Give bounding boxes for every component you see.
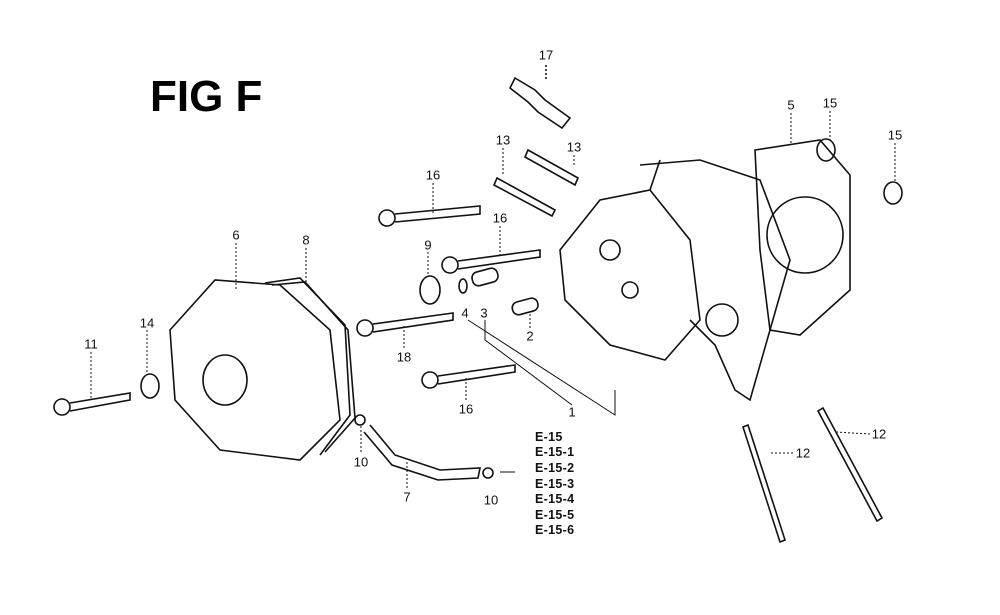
head-gasket-bore xyxy=(766,196,844,274)
o-ring xyxy=(458,278,468,294)
callout-4: 4 xyxy=(461,305,469,321)
callout-11: 11 xyxy=(84,336,98,352)
reference-e-15-6: E-15-6 xyxy=(535,523,575,537)
stud-bolt xyxy=(523,148,580,187)
callout-5: 5 xyxy=(787,97,795,113)
callout-16: 16 xyxy=(492,210,508,226)
spark-plug xyxy=(508,65,572,130)
head-cover xyxy=(169,277,356,461)
stud-bolt xyxy=(492,176,557,218)
reference-e-15-4: E-15-4 xyxy=(535,492,575,506)
callout-13: 13 xyxy=(566,139,582,155)
bracket-line xyxy=(467,319,616,473)
dowel-pin xyxy=(471,267,499,287)
figure-title: FIG F xyxy=(150,72,263,121)
stud-bolt xyxy=(742,423,786,544)
flange-bolts xyxy=(53,205,541,416)
callout-16: 16 xyxy=(458,401,474,417)
callout-12: 12 xyxy=(871,426,887,442)
callout-17: 17 xyxy=(538,47,554,63)
cylinder-head xyxy=(559,159,791,402)
washer xyxy=(419,275,441,305)
tube-clip xyxy=(354,414,366,426)
dowel-pin xyxy=(511,297,539,316)
reference-e-15-5: E-15-5 xyxy=(535,508,575,522)
callout-6: 6 xyxy=(232,227,240,243)
washer xyxy=(140,373,160,399)
callout-14: 14 xyxy=(139,315,155,331)
callout-10: 10 xyxy=(483,492,499,508)
callout-16: 16 xyxy=(425,167,441,183)
callout-10: 10 xyxy=(353,454,369,470)
head-gasket xyxy=(754,139,851,336)
callout-1: 1 xyxy=(568,404,576,420)
reference-e-15-2: E-15-2 xyxy=(535,461,575,475)
callout-8: 8 xyxy=(302,232,310,248)
collar xyxy=(883,181,903,205)
tube-clip xyxy=(482,467,494,479)
callout-13: 13 xyxy=(495,132,511,148)
callout-12: 12 xyxy=(795,445,811,461)
callout-15: 15 xyxy=(822,95,838,111)
reference-e-15: E-15 xyxy=(535,430,563,444)
callout-18: 18 xyxy=(396,349,412,365)
callout-9: 9 xyxy=(424,237,432,253)
callout-7: 7 xyxy=(403,489,411,505)
leader-lines xyxy=(90,111,896,488)
stud-bolt xyxy=(816,406,884,523)
callout-3: 3 xyxy=(480,305,488,321)
callout-15: 15 xyxy=(887,127,903,143)
reference-e-15-3: E-15-3 xyxy=(535,477,575,491)
breather-tube xyxy=(363,424,481,481)
callout-2: 2 xyxy=(526,328,534,344)
reference-e-15-1: E-15-1 xyxy=(535,445,575,459)
collar xyxy=(816,138,836,162)
